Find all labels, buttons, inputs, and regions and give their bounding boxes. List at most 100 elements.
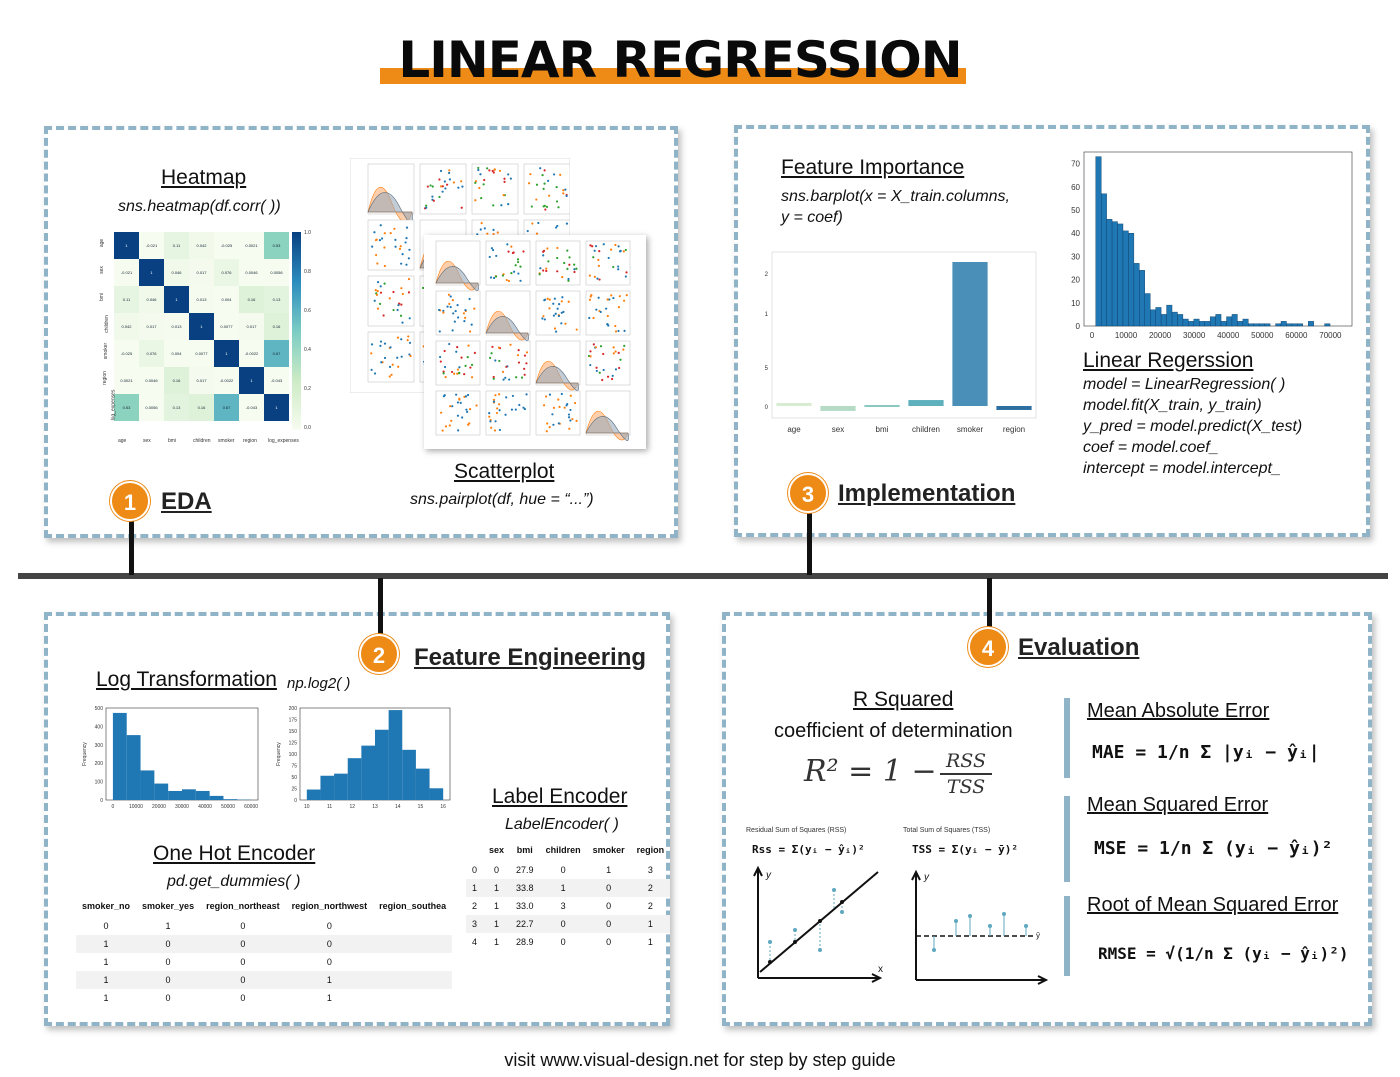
pairplot-front-point (573, 263, 576, 266)
res-ytick: 50 (1071, 206, 1080, 215)
pairplot-back-point (373, 231, 376, 234)
pairplot-front-point (614, 243, 617, 247)
le-cell: 1 (483, 879, 511, 897)
pairplot-front-point (490, 426, 493, 429)
pairplot-back-point (426, 185, 429, 188)
pairplot-front-point (506, 243, 509, 246)
log-transformation-code: np.log2( ) (287, 675, 351, 692)
pairplot-front-point (567, 277, 570, 281)
pairplot-front-point (552, 302, 555, 305)
pairplot-front-point (592, 343, 595, 346)
res-bar (1117, 223, 1124, 327)
heatmap-x-label: sex (143, 438, 151, 444)
hist-right-ytick: 50 (291, 775, 297, 781)
hist-right-xtick: 15 (418, 804, 424, 810)
le-cell: 1 (483, 915, 511, 933)
pairplot-front-point (456, 401, 460, 404)
feature-importance-code-1: sns.barplot(x = X_train.columns, (781, 188, 1010, 205)
pairplot-front-point (438, 355, 442, 359)
pairplot-back-point (448, 169, 451, 172)
pairplot-front-point (443, 349, 446, 353)
pairplot-back-point (382, 314, 385, 317)
svg-text:y: y (923, 872, 930, 883)
pairplot-back-point (461, 185, 464, 188)
pairplot-front-point (614, 350, 617, 353)
heatmap-cell: 0.0046 (139, 367, 164, 394)
le-cell: 1 (647, 937, 653, 947)
le-cell: 2 (647, 901, 653, 911)
ohe-cell: 0 (240, 993, 246, 1003)
pairplot-front-kde (485, 316, 529, 341)
pairplot-back-point (439, 185, 443, 188)
fi-bar (996, 406, 1032, 410)
pairplot-back-point (432, 199, 435, 202)
stage-label-eda: EDA (161, 488, 212, 515)
heatmap-x-label: region (243, 438, 257, 444)
heatmap-y-label: children (103, 315, 110, 333)
hist-right-ytick: 175 (289, 718, 298, 724)
pairplot-back-point (552, 173, 556, 176)
fi-ytick: 5 (765, 366, 769, 372)
pairplot-front-point (611, 377, 614, 381)
pairplot-front-point (492, 375, 495, 379)
pairplot-front-point (488, 412, 491, 415)
pairplot-back-point (496, 231, 499, 234)
pairplot-front-point (610, 294, 613, 297)
heatmap-cell: -0.043 (264, 367, 289, 394)
le-cell: 3 (466, 915, 484, 933)
stage-badge-4: 4 (968, 627, 1008, 667)
pairplot-front-point (460, 356, 463, 359)
pairplot-back-point (379, 291, 383, 294)
heatmap-cell: 1 (214, 340, 239, 367)
res-bar (1231, 314, 1238, 327)
pairplot-back-point (547, 179, 550, 182)
pairplot-front-point (545, 395, 548, 398)
hist-right-ytick: 200 (289, 706, 298, 712)
pairplot-back-point (446, 183, 449, 186)
pairplot-front-point (625, 271, 628, 274)
ohe-cell: 1 (76, 971, 137, 989)
res-bar (1193, 318, 1200, 327)
pairplot-front-point (561, 296, 564, 299)
colorbar-tick: 0.4 (304, 347, 311, 353)
pairplot-front-point (601, 378, 604, 382)
pairplot-front-point (519, 279, 522, 282)
ohe-cell: 0 (103, 921, 109, 931)
pairplot-front-point (592, 256, 595, 259)
pairplot-back-point (397, 365, 400, 368)
pairplot-front-point (454, 309, 457, 313)
heatmap-cell: 1 (114, 232, 139, 259)
res-bar (1199, 321, 1205, 327)
pairplot-front-point (560, 322, 563, 325)
pairplot-front-point (491, 345, 494, 348)
res-ytick: 30 (1071, 252, 1080, 261)
pairplot-front-point (457, 316, 460, 319)
pairplot-back-point (543, 169, 546, 172)
pairplot-front-point (447, 293, 451, 296)
heatmap-cell: 0.0077 (214, 313, 239, 340)
heatmap-cell: 0.0077 (189, 340, 214, 367)
hist-right-xtick: 14 (395, 804, 401, 810)
pairplot-back-point (370, 368, 373, 371)
r-squared-numerator: RSS (945, 750, 986, 772)
pairplot-back-point (477, 168, 480, 172)
pairplot-back-point (373, 372, 377, 375)
pairplot-front-point (617, 329, 620, 333)
pairplot-back-point (555, 226, 558, 229)
pairplot-front-point (466, 410, 469, 414)
pairplot-front-point (493, 429, 497, 432)
pairplot-front-point (458, 366, 461, 369)
heatmap-y-label: smoker (103, 342, 110, 360)
pairplot-front-point (545, 267, 548, 270)
res-bar (1182, 318, 1189, 327)
ohe-cell: 0 (136, 935, 201, 953)
pairplot-front-point (438, 330, 441, 333)
pairplot-back-point (373, 299, 376, 302)
pairplot-back-point (401, 321, 404, 324)
fraction-bar (940, 773, 992, 775)
pairplot-front-point (509, 343, 512, 346)
tss-formula: TSS = Σ(yᵢ − ȳ)² (912, 843, 1018, 856)
pairplot-back-point (408, 353, 411, 356)
rmse-formula: RMSE = √(1/n Σ (yᵢ − ŷᵢ)²) (1098, 944, 1349, 963)
